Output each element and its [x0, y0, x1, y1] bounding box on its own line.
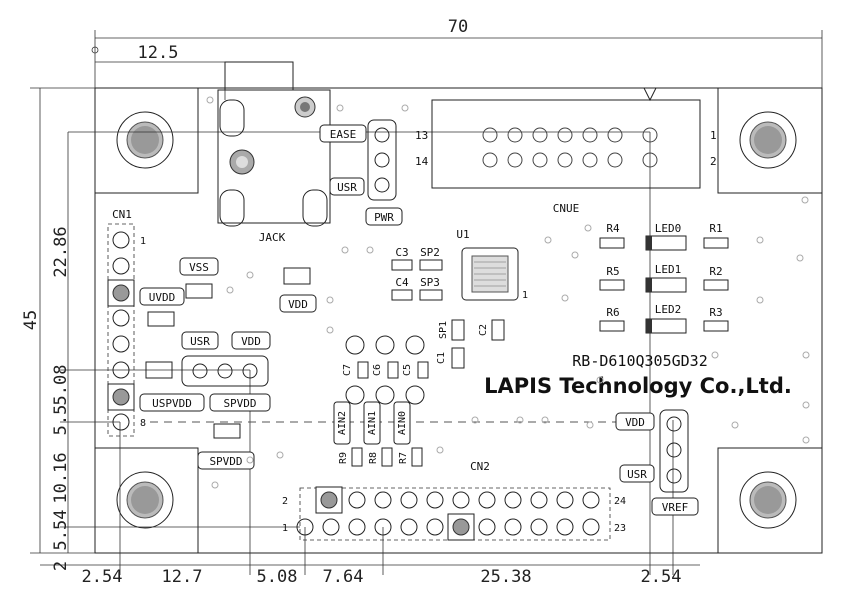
- analog-block: C7 C6 C5 AIN2 AIN1 AIN0 R9 R8 R7: [333, 335, 429, 467]
- board-outline: [94, 87, 823, 554]
- sp2-label: SP2: [420, 246, 440, 259]
- led2-label: LED2: [655, 303, 682, 316]
- r8-label: R8: [368, 452, 379, 464]
- r5-label: R5: [606, 265, 619, 278]
- cn1-pin8: 8: [140, 418, 146, 429]
- c1-label: C1: [436, 352, 447, 364]
- vss-label: VSS: [189, 261, 209, 274]
- u1-chip: U1 1: [456, 228, 528, 301]
- cn1-connector: CN1 1 8: [107, 208, 146, 437]
- jack-label: JACK: [259, 231, 286, 244]
- cn2-pin1: 1: [282, 523, 288, 534]
- uvdd-label: UVDD: [149, 291, 176, 304]
- dim-v1: 22.86: [51, 226, 71, 277]
- usr-top-label: USR: [337, 181, 357, 194]
- vdd-hdr-label: VDD: [241, 335, 261, 348]
- cnue-connector: 13 14 1 2 CNUE: [415, 87, 717, 215]
- led-block: R4 R5 R6 LED0 LED1 LED2 R1 R2 R3: [599, 222, 729, 334]
- cnue-pin1: 1: [710, 129, 717, 142]
- dim-v4: 10.16: [51, 452, 71, 503]
- left-labels: VSS UVDD VDD USR VDD USPVDD SPVDD SPVDD: [139, 257, 317, 470]
- sp3-label: SP3: [420, 276, 440, 289]
- c2-label: C2: [478, 324, 489, 336]
- u1-label: U1: [456, 228, 469, 241]
- cn2-label: CN2: [470, 460, 490, 473]
- dim-b2: 12.7: [162, 567, 203, 587]
- vdd-right-label: VDD: [625, 416, 645, 429]
- cn1-label: CN1: [112, 208, 132, 221]
- ain2-label: AIN2: [337, 411, 348, 435]
- usr-right-label: USR: [627, 468, 647, 481]
- r1-label: R1: [709, 222, 722, 235]
- dim-width-total: 70: [448, 17, 468, 37]
- cn2-pin24: 24: [614, 496, 626, 507]
- model-label: RB-D610Q305GD32: [572, 352, 707, 370]
- vref-jumper: VDD USR VREF: [615, 409, 699, 516]
- cn2-pin23: 23: [614, 523, 626, 534]
- dim-b4: 7.64: [323, 567, 364, 587]
- r2-label: R2: [709, 265, 722, 278]
- uspvdd-label: USPVDD: [152, 397, 192, 410]
- mounting-holes: [116, 111, 797, 529]
- r9-label: R9: [338, 452, 349, 464]
- pwr-label: PWR: [374, 211, 394, 224]
- r3-label: R3: [709, 306, 722, 319]
- dim-b5: 25.38: [480, 567, 531, 587]
- vdd-mid-label: VDD: [288, 298, 308, 311]
- usr-mid-label: USR: [190, 335, 210, 348]
- jack-connector: JACK: [217, 61, 331, 244]
- cnue-pin14: 14: [415, 155, 429, 168]
- c4-label: C4: [395, 276, 409, 289]
- vref-label: VREF: [662, 501, 689, 514]
- cn1-pin1: 1: [140, 236, 146, 247]
- dim-offset-top: 12.5: [138, 43, 179, 63]
- dimension-labels: 70 12.5 45 22.86 5.08 5.5 10.16 5.54 2 2…: [21, 17, 681, 587]
- ain0-label: AIN0: [397, 411, 408, 435]
- company-label: LAPIS Technology Co.,Ltd.: [484, 374, 792, 398]
- dim-v2: 5.08: [51, 365, 71, 406]
- cap-block: C3 SP2 C4 SP3 SP1 C2 C1: [391, 246, 505, 369]
- r6-label: R6: [606, 306, 619, 319]
- ain1-label: AIN1: [367, 411, 378, 435]
- r7-label: R7: [398, 452, 409, 464]
- u1-pin1: 1: [522, 290, 528, 301]
- dim-v6: 2: [51, 561, 71, 571]
- led0-label: LED0: [655, 222, 682, 235]
- dim-v5: 5.54: [51, 510, 71, 551]
- cnue-pin13: 13: [415, 129, 428, 142]
- mounting-hole-br: [739, 471, 797, 529]
- dim-height-total: 45: [21, 310, 41, 330]
- r4-label: R4: [606, 222, 620, 235]
- dim-v3: 5.5: [51, 405, 71, 436]
- cn2-connector: CN2 2 1 24 23: [282, 460, 626, 541]
- led1-label: LED1: [655, 263, 682, 276]
- dim-b3: 5.08: [257, 567, 298, 587]
- c3-label: C3: [395, 246, 408, 259]
- cn2-pin2: 2: [282, 496, 288, 507]
- vias: [206, 96, 810, 489]
- mounting-hole-bl: [116, 471, 174, 529]
- sp1-label: SP1: [438, 321, 449, 339]
- top-jumper: EASE USR PWR: [319, 119, 403, 226]
- cnue-label: CNUE: [553, 202, 580, 215]
- dim-b6: 2.54: [641, 567, 682, 587]
- c5-label: C5: [402, 364, 413, 376]
- cnue-pin2: 2: [710, 155, 717, 168]
- spvdd-a-label: SPVDD: [223, 397, 256, 410]
- mounting-hole-tr: [739, 111, 797, 169]
- spvdd-b-label: SPVDD: [209, 455, 242, 468]
- mounting-hole-tl: [116, 111, 174, 169]
- c6-label: C6: [372, 364, 383, 376]
- dim-b1: 2.54: [82, 567, 123, 587]
- c7-label: C7: [342, 364, 353, 376]
- ease-label: EASE: [330, 128, 357, 141]
